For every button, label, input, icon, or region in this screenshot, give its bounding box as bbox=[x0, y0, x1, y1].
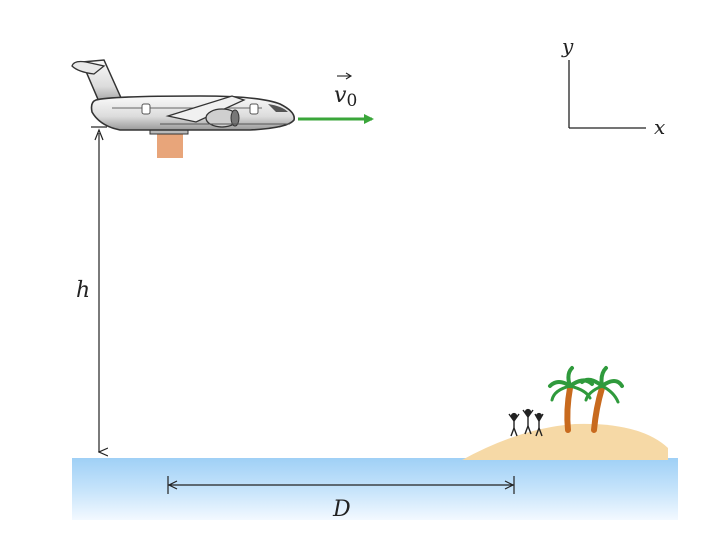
velocity-subscript: 0 bbox=[346, 91, 357, 111]
distance-dimension bbox=[167, 476, 515, 494]
person-icon bbox=[522, 408, 534, 435]
y-axis-label: y bbox=[561, 34, 574, 58]
palm-tree-icon bbox=[548, 366, 594, 433]
height-dimension bbox=[91, 126, 107, 452]
package-icon bbox=[157, 134, 183, 158]
velocity-label: v0 bbox=[334, 83, 357, 111]
person-icon bbox=[534, 412, 544, 437]
water bbox=[72, 458, 678, 520]
island bbox=[462, 423, 668, 460]
palm-tree-icon bbox=[580, 366, 624, 433]
distance-label: D bbox=[332, 497, 351, 522]
x-axis-label: x bbox=[654, 115, 665, 139]
coordinate-axes bbox=[568, 60, 646, 129]
velocity-vector-accent bbox=[337, 72, 353, 80]
airplane-icon bbox=[71, 59, 296, 158]
height-label: h bbox=[76, 278, 90, 303]
person-icon bbox=[508, 412, 520, 437]
velocity-symbol: v bbox=[334, 83, 347, 108]
